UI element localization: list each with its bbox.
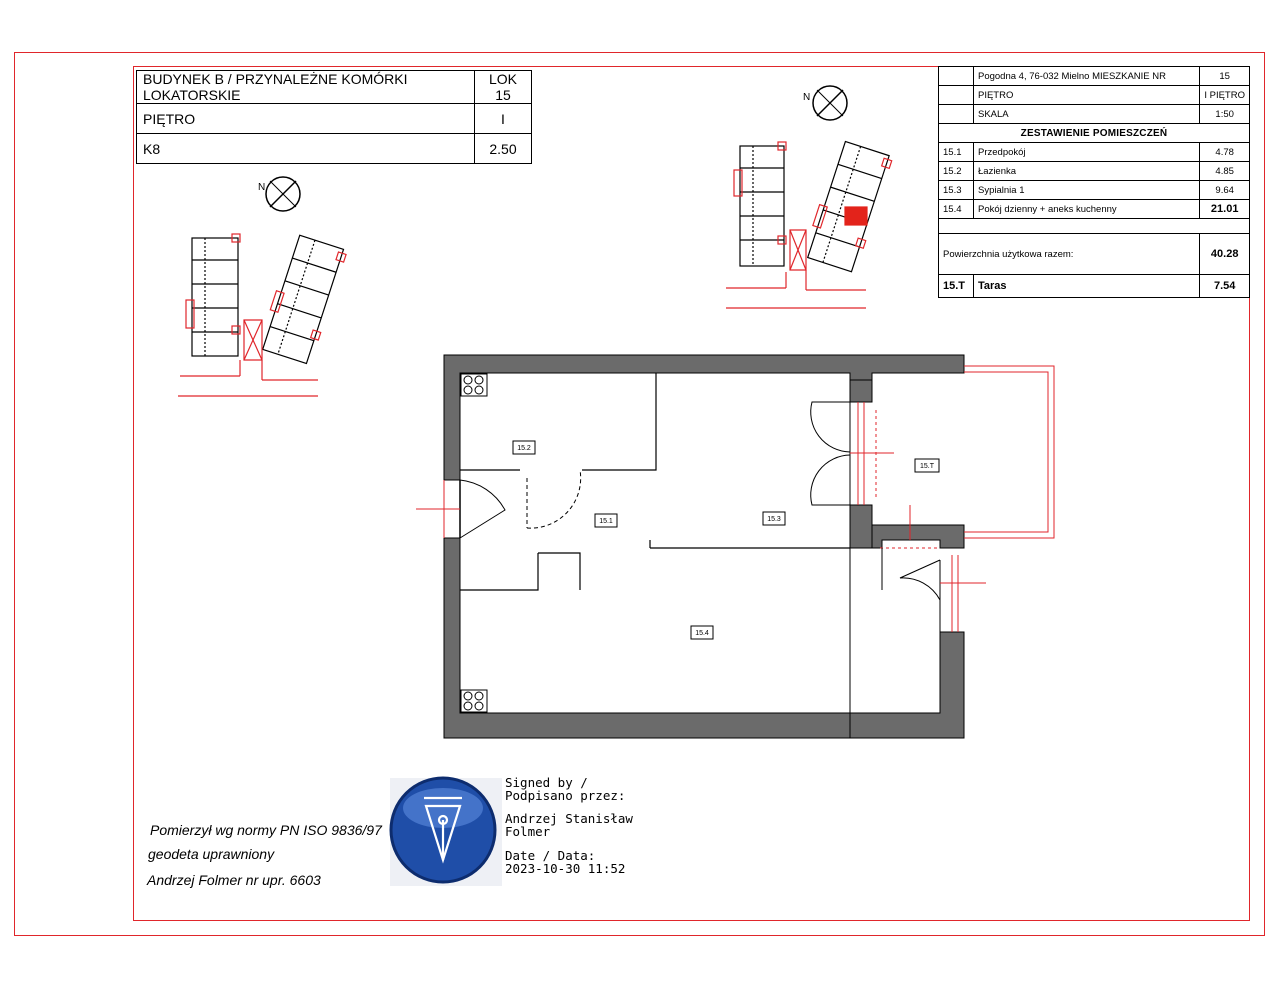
surveyor-note-line-1: Pomierzył wg normy PN ISO 9836/97 [150,822,382,838]
floor-plan: 15.2 15.1 15.3 15.4 15.T [416,354,1055,739]
room-row: 15.2 Łazienka 4.85 [938,161,1250,181]
terrace-name: Taras [972,274,1201,298]
room-label-15-2: 15.2 [517,445,531,452]
storage-table: BUDYNEK B / PRZYNALEŻNE KOMÓRKI LOKATORS… [136,70,532,164]
storage-unit-area: 2.50 [474,133,532,164]
room-label-15-4: 15.4 [695,630,709,637]
signed-by-pl-label: Podpisano przez: [505,788,626,803]
room-label-15-t: 15.T [920,463,935,470]
north-arrow-icon: N [258,176,301,212]
room-row: 15.3 Sypialnia 1 9.64 [938,180,1250,200]
terrace-area: 7.54 [1199,274,1250,298]
terrace-number: 15.T [938,274,974,298]
room-row: 15.4 Pokój dzienny + aneks kuchenny 21.0… [938,199,1250,219]
storage-row: K8 2.50 [136,133,532,164]
storage-row: PIĘTRO I [136,103,532,134]
north-label-left: N [258,182,265,193]
site-key-plan-right [726,140,893,309]
room-label-15-1: 15.1 [599,518,613,525]
room-label-15-3: 15.3 [767,516,781,523]
north-label-right: N [803,92,810,103]
date-label: Date / Data: [505,848,596,863]
surveyor-note-line-3: Andrzej Folmer nr upr. 6603 [147,872,321,888]
surveyor-note-line-2: geodeta uprawniony [148,846,275,862]
signature-date: 2023-10-30 11:52 [505,861,626,876]
inner-frame [133,66,1250,921]
storage-floor-label: PIĘTRO [136,103,475,134]
north-arrow-icon: N [803,85,848,121]
signer-name-line-1: Andrzej Stanisław [505,811,633,826]
storage-unit-label: K8 [136,133,475,164]
total-label: Powierzchnia użytkowa razem: [937,233,1201,275]
signed-by-label: Signed by / [505,775,588,790]
pen-nib-seal-icon [389,776,502,886]
total-area: 40.28 [1199,233,1250,275]
apartment-table: Pogodna 4, 76-032 Mielno MIESZKANIE NR 1… [937,66,1250,298]
site-key-plan-left [178,233,347,397]
storage-building-label: BUDYNEK B / PRZYNALEŻNE KOMÓRKI LOKATORS… [136,70,475,104]
apartment-highlight [844,206,868,226]
signer-name-line-2: Folmer [505,824,551,839]
outer-frame [14,52,1265,936]
